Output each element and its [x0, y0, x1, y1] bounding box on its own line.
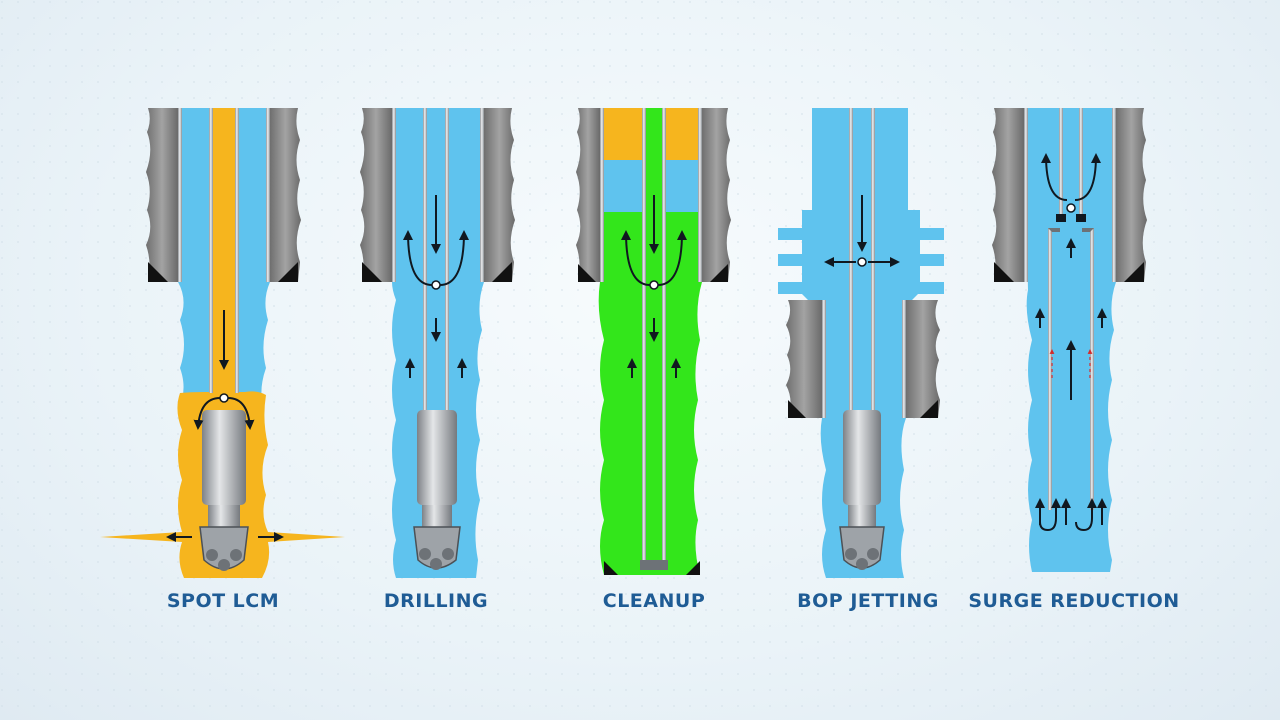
panel-bop-jetting [778, 108, 944, 578]
label-cleanup: CLEANUP [602, 590, 706, 612]
panel-surge-reduction [992, 108, 1147, 572]
drill-bit [199, 526, 249, 571]
label-surge-reduction: SURGE REDUCTION [968, 590, 1180, 612]
inner-sleeve-right [1090, 228, 1094, 510]
panel-drilling [360, 108, 515, 578]
label-spot-lcm: SPOT LCM [166, 590, 280, 612]
label-drilling: DRILLING [383, 590, 489, 612]
open-hole-fluid [392, 108, 484, 578]
bha-tool [202, 410, 246, 505]
casing-shoe-left [148, 262, 168, 282]
formation-right [270, 108, 301, 282]
drill-bit [839, 526, 885, 570]
formation-right [484, 108, 515, 282]
panel-cleanup [576, 108, 731, 575]
inner-sleeve-left [1048, 228, 1052, 510]
formation-left [360, 108, 392, 282]
panel-spot-lcm [100, 108, 345, 578]
drill-pipe-wall-right [445, 108, 449, 413]
label-bop-jetting: BOP JETTING [797, 590, 939, 612]
formation-left [146, 108, 178, 282]
drill-pipe-wall-left [423, 108, 427, 413]
bha-tool [843, 410, 881, 505]
casing-shoe-right [278, 262, 298, 282]
bha-tool [417, 410, 457, 505]
drill-bit [413, 526, 461, 570]
